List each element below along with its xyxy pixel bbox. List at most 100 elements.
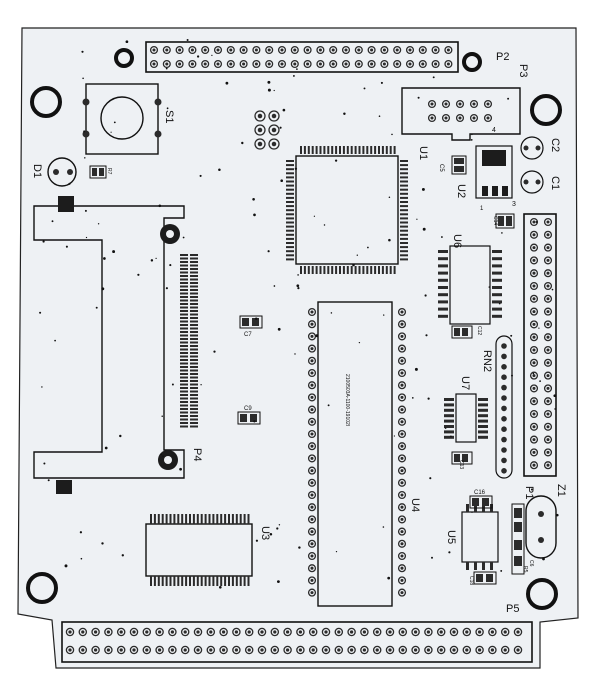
via-dot <box>358 341 361 344</box>
qfp-pin <box>400 168 408 171</box>
qfp-pin <box>323 146 326 154</box>
pin-hole <box>546 399 550 403</box>
soic-pin <box>478 430 488 434</box>
cf-pin <box>180 355 188 358</box>
soic-pin <box>157 576 160 586</box>
soic-pin <box>173 514 176 524</box>
qfp-pin <box>286 225 294 228</box>
qfp-pin <box>400 192 408 195</box>
pin-pad <box>397 551 407 561</box>
qfp-pin <box>346 146 349 154</box>
qfp-pin <box>393 266 396 274</box>
pin-pad <box>475 627 484 637</box>
pin-pad <box>529 294 539 303</box>
cf-pin <box>180 299 188 302</box>
pin-pad <box>308 645 318 655</box>
pin-pad <box>529 243 539 252</box>
pin-pad <box>307 454 317 463</box>
via-dot <box>554 408 556 410</box>
via-dot <box>277 580 280 583</box>
soic-pin <box>150 514 152 524</box>
pin-pad <box>334 645 344 655</box>
cf-pin <box>180 296 188 298</box>
pin-hole <box>310 322 314 326</box>
soic-pin <box>438 264 448 268</box>
pin-pad <box>307 576 317 585</box>
pin-pad <box>239 45 248 55</box>
soic-pin <box>478 414 488 418</box>
pin-pad <box>529 333 539 342</box>
pin-pad <box>380 45 389 55</box>
pin-hole <box>486 116 490 120</box>
via-dot <box>313 215 316 217</box>
qfp-pin <box>303 146 306 154</box>
pin-pad <box>329 45 338 55</box>
cf-pin <box>180 422 188 424</box>
soic-pin <box>478 408 488 412</box>
label-c14: C14 <box>492 216 498 225</box>
label-c13: C13 <box>458 460 464 469</box>
pin-pad <box>543 448 553 457</box>
label-p2: P2 <box>496 51 509 63</box>
pin-hole <box>458 102 462 106</box>
pin-pad <box>427 99 437 109</box>
mounting-holes <box>26 48 562 610</box>
soic-pin <box>208 576 211 586</box>
pin-pad <box>307 429 317 439</box>
cf-pin <box>180 254 188 256</box>
pin-pad <box>283 645 292 655</box>
pin-pad <box>252 45 261 55</box>
pin-pad <box>462 645 472 655</box>
label-p4: P4 <box>191 448 203 461</box>
pin-hole <box>516 630 520 634</box>
via-dot <box>41 386 43 388</box>
pin-pad <box>431 45 440 55</box>
pin-hole <box>119 648 123 652</box>
via-dot <box>450 435 452 438</box>
qfp-pin <box>331 266 334 274</box>
qfp-pin <box>389 266 392 274</box>
qfp-pin <box>400 221 408 224</box>
resnet-pin <box>501 447 507 453</box>
pin-hole <box>444 116 448 120</box>
pin-pad <box>543 461 553 470</box>
pin-hole <box>400 578 404 582</box>
via-dot <box>421 187 425 191</box>
soic-pin <box>204 576 207 586</box>
via-dot <box>431 556 433 559</box>
pin-hole <box>465 630 469 634</box>
pin-hole <box>532 233 536 237</box>
qfp-pin <box>385 266 388 274</box>
pin-pad <box>543 281 553 291</box>
cf-pin <box>190 345 198 347</box>
pin-hole <box>400 505 404 509</box>
via-dot <box>121 554 124 557</box>
soic-pin <box>212 514 215 524</box>
pin-hole <box>532 335 536 339</box>
via-dot <box>388 238 391 242</box>
soic-pin <box>204 514 207 524</box>
via-dot <box>166 107 169 110</box>
soic-pin <box>444 414 454 418</box>
via-dot <box>165 287 168 290</box>
pin-hole <box>400 359 404 363</box>
pin-pad <box>462 627 472 637</box>
qfp-pin <box>286 164 294 167</box>
qfp-pin <box>400 213 408 216</box>
pin-hole <box>273 630 277 634</box>
pin-hole <box>400 456 404 460</box>
pin-pad <box>244 627 254 637</box>
via-dot <box>471 133 473 136</box>
pin-pad <box>543 217 553 227</box>
qfp-pin <box>393 146 396 154</box>
pin-pad <box>270 627 280 637</box>
cf-pin <box>190 278 198 281</box>
pin-pad <box>431 59 440 69</box>
qfp-pin <box>286 180 294 183</box>
via-dot <box>103 257 106 260</box>
cf-pin <box>180 366 188 368</box>
qfp-pin <box>374 146 377 154</box>
pin-hole <box>132 648 136 652</box>
pin-hole <box>203 62 207 66</box>
pin-pad <box>529 448 539 457</box>
